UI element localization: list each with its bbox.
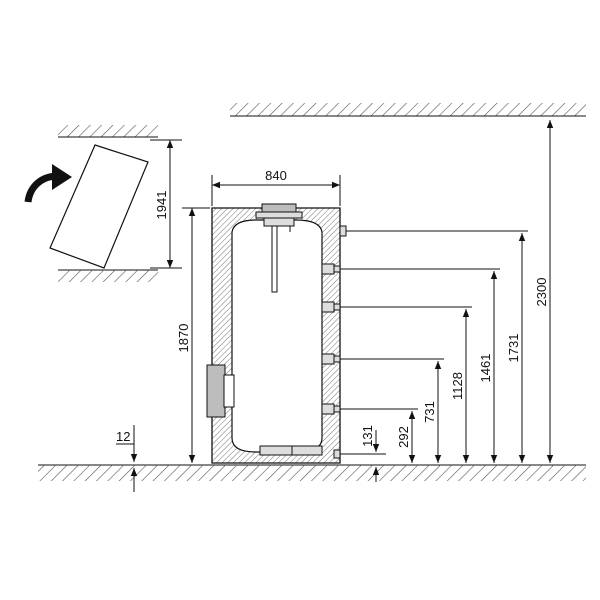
dim-height: 1870 (176, 207, 210, 463)
dim-conn5-label: 292 (396, 426, 411, 448)
dim-conn1-label: 1731 (506, 334, 521, 363)
dim-ceiling: 2300 (534, 120, 554, 463)
dim-bottom-conn: 131 (340, 425, 386, 482)
dim-conn3: 1128 (450, 309, 470, 463)
connection-stubs (321, 225, 347, 459)
floor (38, 464, 586, 481)
dim-ceiling-label: 2300 (534, 278, 549, 307)
dim-feet: 12 (116, 425, 138, 492)
dim-conn2-label: 1461 (478, 354, 493, 383)
dim-conn4-label: 731 (422, 401, 437, 423)
dim-conn5: 292 (396, 411, 416, 463)
tilt-ceiling (58, 125, 158, 138)
tilted-tank-outline (49, 144, 149, 269)
dim-width: 840 (211, 168, 341, 206)
dim-tilt: 1941 (150, 139, 182, 269)
dim-conn3-label: 1128 (450, 372, 465, 400)
ceiling (230, 103, 586, 117)
dim-conn1: 1731 (506, 233, 526, 463)
tilt-floor (58, 269, 158, 282)
dim-conn4: 731 (422, 361, 442, 463)
connection-leaders (340, 230, 528, 410)
dim-conn2: 1461 (478, 271, 498, 463)
dim-feet-label: 12 (116, 429, 130, 444)
dim-height-label: 1870 (176, 324, 191, 353)
tilt-arrow-icon (24, 164, 72, 203)
dim-bottom-conn-label: 131 (360, 425, 375, 447)
dim-tilt-label: 1941 (154, 191, 169, 220)
dim-width-label: 840 (265, 168, 287, 183)
tank-body (206, 203, 341, 464)
